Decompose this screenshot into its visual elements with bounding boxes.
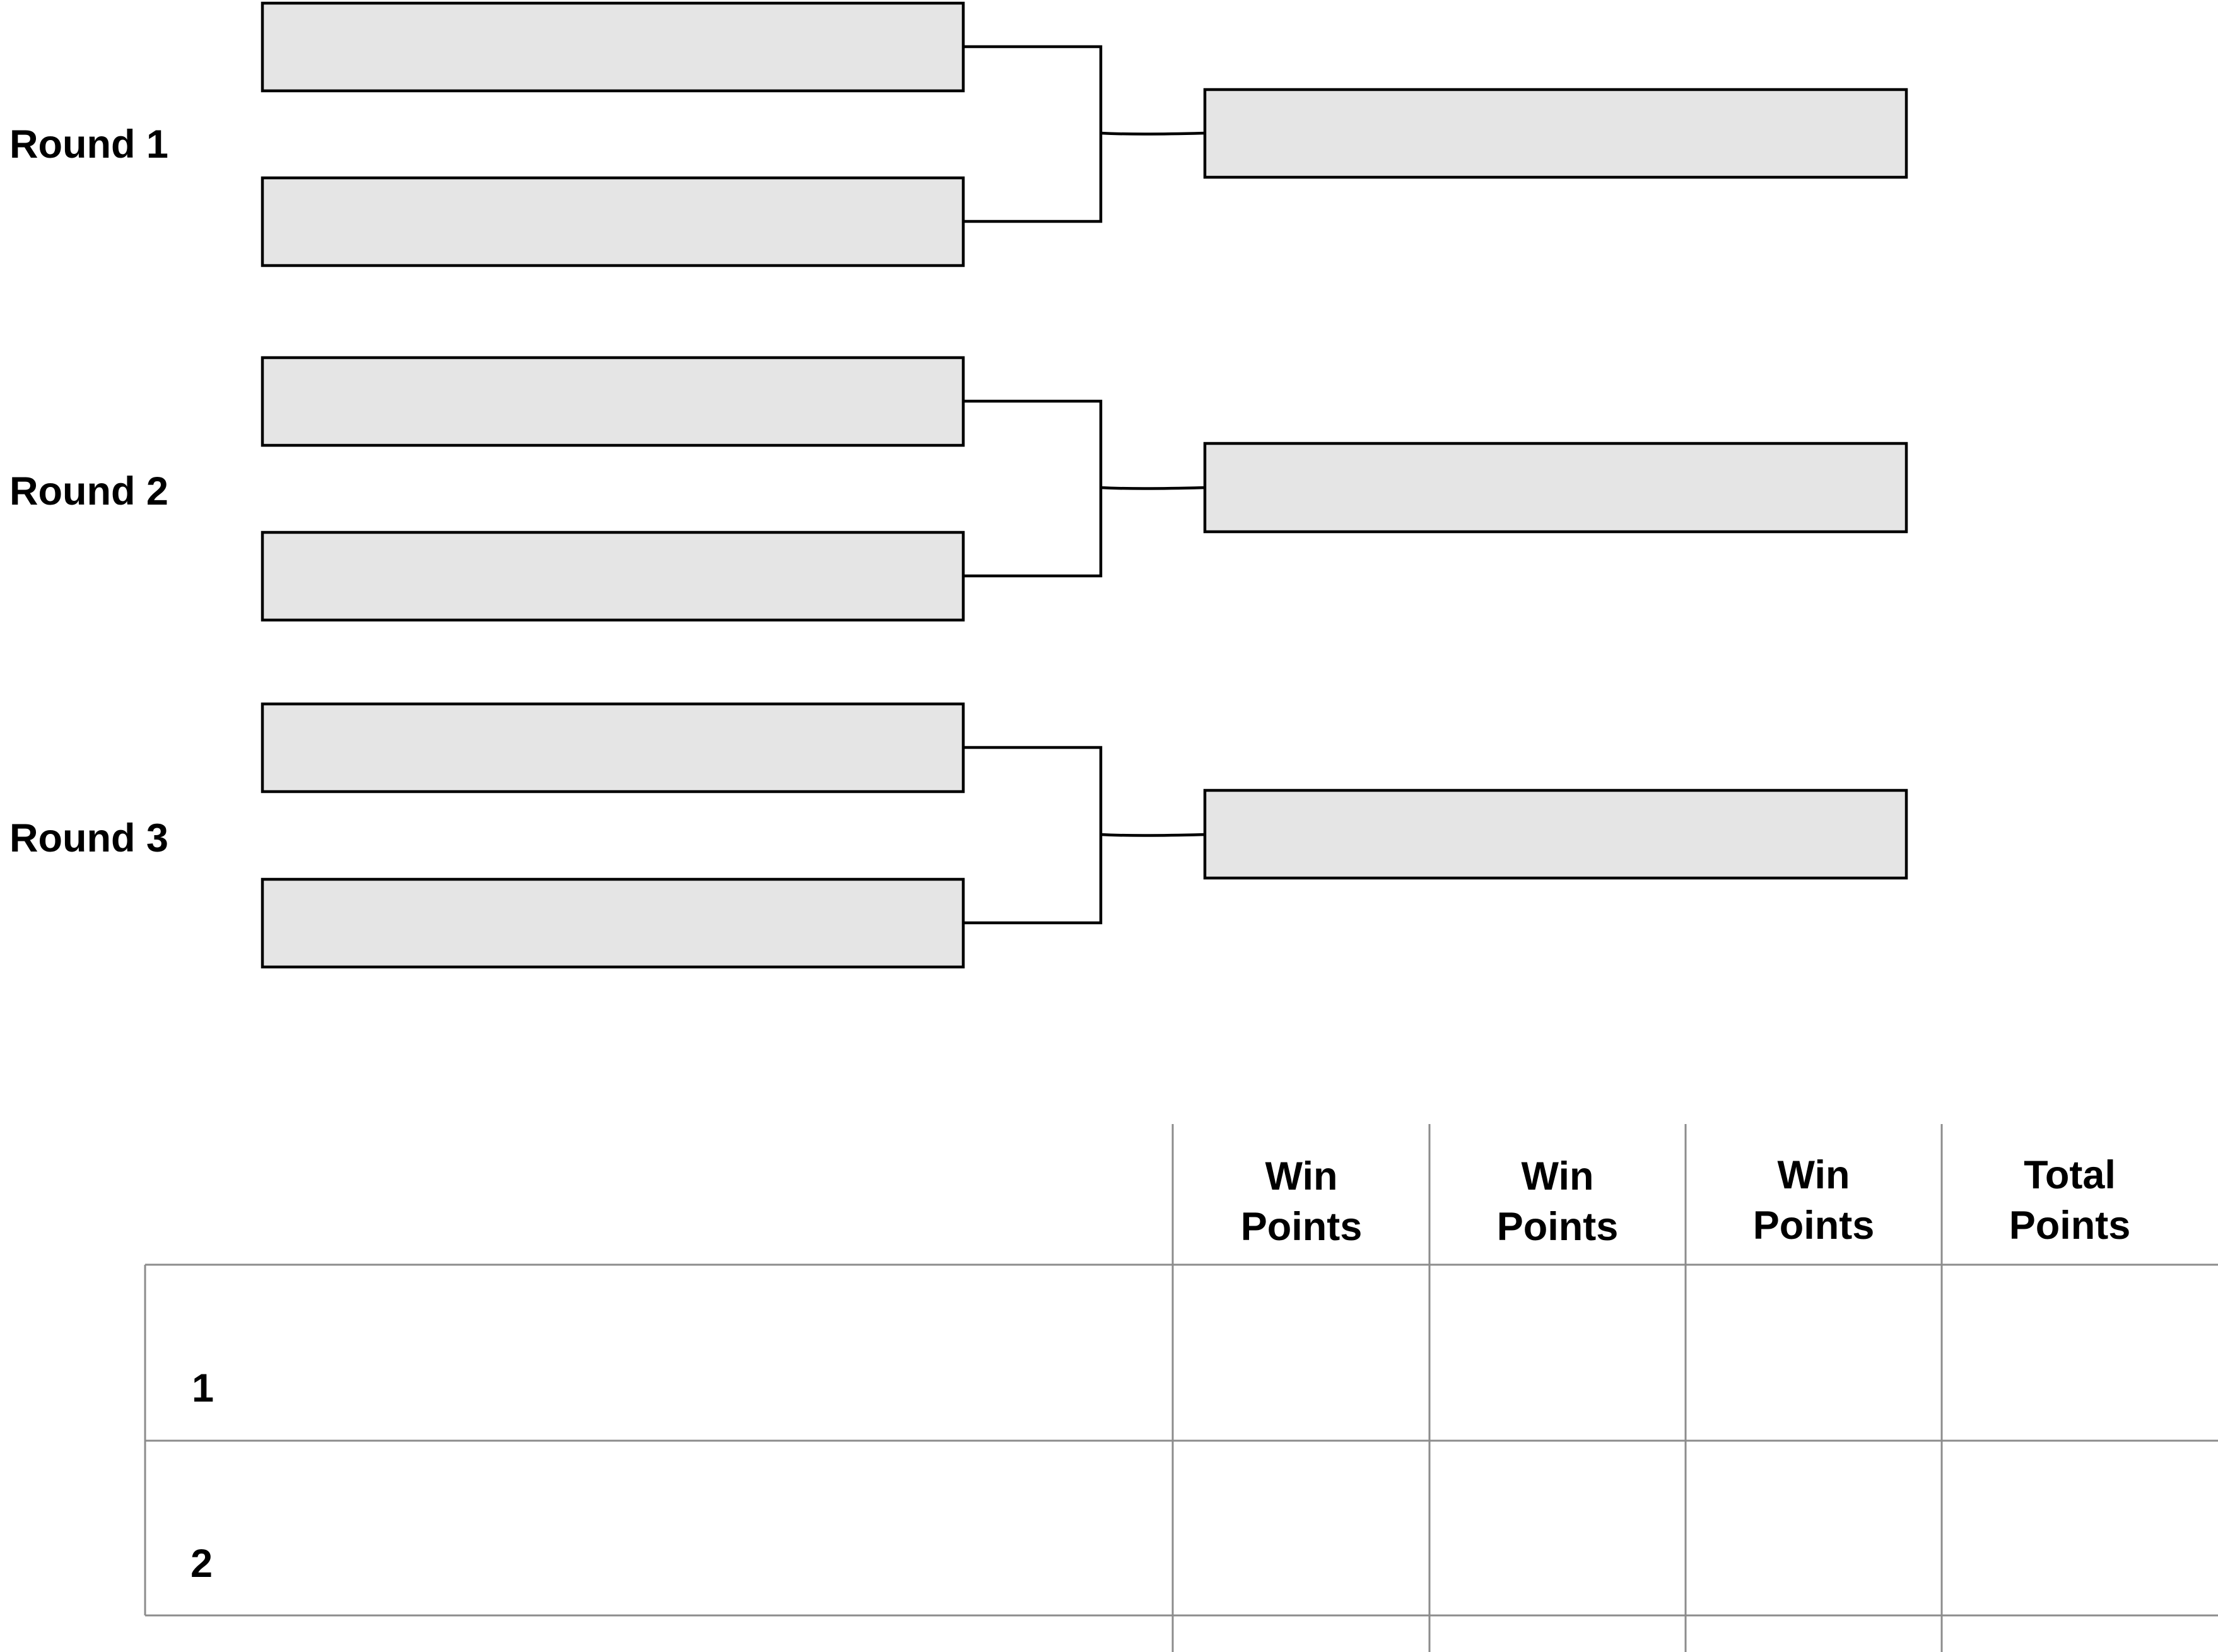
- round-1-connector: [963, 45, 1206, 223]
- round-1-bracket: Round 1: [9, 1, 1908, 267]
- column-header-line-1: Win: [1522, 1154, 1594, 1198]
- table-cell-row-1-win-points-3[interactable]: [1687, 1266, 1940, 1439]
- table-cell-row-1-total-points[interactable]: [1943, 1266, 2217, 1439]
- row-number-1: 1: [192, 1366, 214, 1410]
- round-2-bracket: Round 2: [9, 356, 1908, 622]
- column-header-line-1: Win: [1265, 1154, 1338, 1198]
- column-header-line-1: Total: [2024, 1153, 2116, 1197]
- round-3-bracket: Round 3: [9, 702, 1908, 969]
- table-cell-row-1-win-points-1[interactable]: [1174, 1266, 1428, 1439]
- column-header-line-2: Points: [1241, 1205, 1363, 1249]
- table-cell-row-1-name[interactable]: [146, 1266, 1171, 1439]
- round-3-winner-slot[interactable]: [1203, 788, 1908, 880]
- column-header-total-points: Total Points: [2009, 1153, 2131, 1248]
- round-2-winner-slot[interactable]: [1203, 442, 1908, 534]
- column-header-line-2: Points: [1753, 1204, 1875, 1248]
- round-3-entrant-b-slot[interactable]: [261, 877, 965, 969]
- column-header-win-points-3: Win Points: [1753, 1153, 1875, 1248]
- column-header-win-points-1: Win Points: [1241, 1154, 1363, 1249]
- table-cell-row-2-win-points-1[interactable]: [1174, 1442, 1428, 1614]
- round-1-winner-slot[interactable]: [1203, 88, 1908, 179]
- round-3-connector: [963, 746, 1206, 925]
- round-2-entrant-b-slot[interactable]: [261, 530, 965, 622]
- round-2-entrant-a-slot[interactable]: [261, 356, 965, 447]
- table-cell-row-1-win-points-2[interactable]: [1431, 1266, 1684, 1439]
- column-header-win-points-2: Win Points: [1497, 1154, 1619, 1249]
- column-header-line-1: Win: [1778, 1153, 1850, 1197]
- round-2-connector: [963, 399, 1206, 578]
- column-header-line-2: Points: [2009, 1204, 2131, 1248]
- round-3-label: Round 3: [9, 816, 168, 860]
- table-cell-row-2-total-points[interactable]: [1943, 1442, 2217, 1614]
- score-table: Win Points Win Points Win Points Total P…: [144, 1124, 2218, 1652]
- table-cell-row-2-win-points-2[interactable]: [1431, 1442, 1684, 1614]
- column-header-line-2: Points: [1497, 1205, 1619, 1249]
- round-3-entrant-a-slot[interactable]: [261, 702, 965, 794]
- row-number-2: 2: [191, 1542, 213, 1586]
- round-1-entrant-a-slot[interactable]: [261, 1, 965, 93]
- round-2-label: Round 2: [9, 469, 168, 513]
- round-1-label: Round 1: [9, 122, 168, 167]
- table-cell-row-2-name[interactable]: [146, 1442, 1171, 1614]
- table-cell-row-2-win-points-3[interactable]: [1687, 1442, 1940, 1614]
- round-1-entrant-b-slot[interactable]: [261, 176, 965, 267]
